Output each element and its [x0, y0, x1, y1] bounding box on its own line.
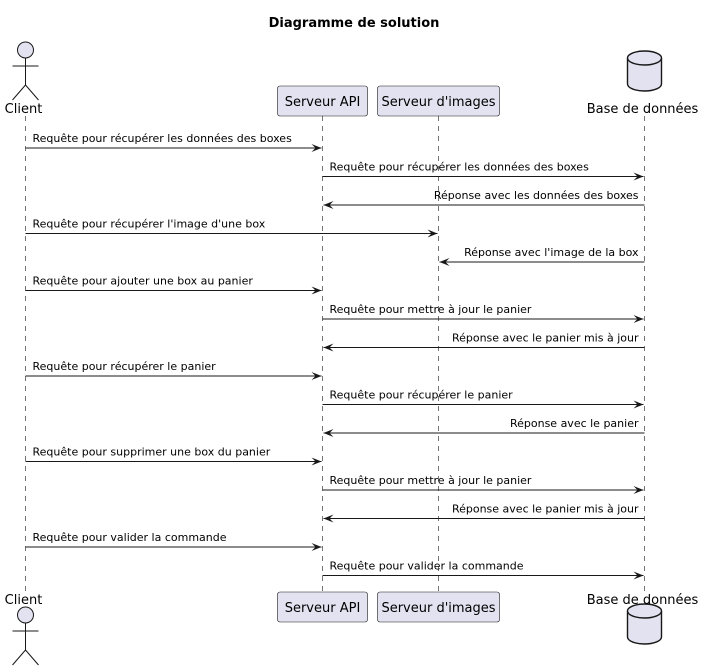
arrowhead-icon: [633, 571, 644, 580]
actor-head-icon: [17, 41, 34, 59]
arrowhead-icon: [633, 315, 644, 323]
participant-api-top: Serveur API: [277, 85, 368, 117]
message-11: Réponse avec le panier: [323, 417, 645, 437]
database-rim-icon: [626, 57, 663, 66]
arrowhead-icon: [323, 429, 334, 437]
message-7: Requête pour mettre à jour le panier: [322, 303, 644, 323]
message-label: Réponse avec l'image de la box: [464, 246, 639, 259]
message-8: Réponse avec le panier mis à jour: [323, 332, 645, 352]
message-label: Requête pour valider la commande: [33, 531, 227, 544]
arrowhead-icon: [439, 258, 450, 266]
database-icon: [626, 50, 663, 92]
message-2: Requête pour récupérer les données des b…: [322, 161, 644, 181]
message-label: Requête pour mettre à jour le panier: [330, 474, 532, 487]
actor-head-icon: [17, 606, 34, 624]
message-label: Requête pour supprimer une box du panier: [33, 446, 271, 459]
participant-img-top: Serveur d'images: [377, 85, 500, 117]
participant-label-client: Client: [5, 102, 43, 117]
message-3: Réponse avec les données des boxes: [323, 189, 645, 209]
database-db-bottom: Base de données: [587, 593, 699, 645]
database-db-top: Base de données: [587, 50, 699, 117]
message-6: Requête pour ajouter une box au panier: [25, 275, 322, 295]
message-label: Requête pour récupérer le panier: [33, 360, 217, 373]
database-icon: [626, 603, 663, 645]
participant-label-db: Base de données: [587, 593, 699, 608]
arrowhead-icon: [633, 400, 644, 409]
actor-leg-left-icon: [12, 84, 26, 101]
participant-box: [377, 591, 500, 623]
message-label: Réponse avec le panier mis à jour: [452, 503, 639, 516]
message-label: Réponse avec le panier mis à jour: [452, 332, 639, 345]
arrowhead-icon: [633, 172, 644, 181]
message-1: Requête pour récupérer les données des b…: [25, 132, 322, 152]
participant-label-client: Client: [5, 593, 43, 608]
arrowhead-icon: [427, 229, 438, 238]
message-13: Requête pour mettre à jour le panier: [322, 474, 644, 494]
message-label: Requête pour ajouter une box au panier: [33, 275, 254, 288]
message-label: Requête pour mettre à jour le panier: [330, 303, 532, 316]
arrowhead-icon: [311, 372, 322, 380]
participant-box: [277, 85, 368, 117]
message-5: Réponse avec l'image de la box: [439, 246, 645, 266]
actor-client-top: Client: [5, 41, 43, 117]
participant-label-img: Serveur d'images: [381, 95, 495, 110]
messages: Requête pour récupérer les données des b…: [25, 132, 645, 580]
lifelines: [25, 116, 645, 594]
arrowhead-icon: [311, 144, 322, 152]
message-16: Requête pour valider la commande: [322, 560, 644, 580]
actor-leg-right-icon: [25, 84, 39, 101]
message-15: Requête pour valider la commande: [25, 531, 322, 551]
participant-label-api: Serveur API: [285, 95, 361, 110]
message-9: Requête pour récupérer le panier: [25, 360, 322, 380]
arrowhead-icon: [311, 543, 322, 551]
message-label: Requête pour valider la commande: [330, 560, 524, 573]
message-14: Réponse avec le panier mis à jour: [323, 503, 645, 523]
message-label: Requête pour récupérer l'image d'une box: [33, 218, 266, 231]
database-rim-icon: [626, 610, 663, 619]
participant-label-db: Base de données: [587, 102, 699, 117]
participant-box: [277, 591, 368, 623]
arrowhead-icon: [311, 457, 322, 466]
message-label: Requête pour récupérer les données des b…: [330, 161, 590, 174]
participant-label-api: Serveur API: [285, 601, 361, 616]
message-label: Requête pour récupérer le panier: [330, 389, 514, 402]
participant-box: [377, 85, 500, 117]
arrowhead-icon: [311, 286, 322, 295]
message-label: Réponse avec les données des boxes: [434, 189, 639, 202]
arrowhead-icon: [633, 486, 644, 494]
message-label: Requête pour récupérer les données des b…: [33, 132, 293, 145]
message-label: Réponse avec le panier: [510, 417, 639, 430]
message-10: Requête pour récupérer le panier: [322, 389, 644, 409]
arrowhead-icon: [323, 343, 334, 352]
participant-label-img: Serveur d'images: [381, 601, 495, 616]
diagram-title: Diagramme de solution: [269, 16, 440, 31]
arrowhead-icon: [323, 514, 334, 523]
arrowhead-icon: [323, 201, 334, 209]
participant-api-bottom: Serveur API: [277, 591, 368, 623]
participant-img-bottom: Serveur d'images: [377, 591, 500, 623]
actor-client-bottom: Client: [5, 593, 43, 666]
message-4: Requête pour récupérer l'image d'une box: [25, 218, 438, 238]
actor-leg-left-icon: [12, 649, 26, 666]
actor-leg-right-icon: [25, 649, 39, 666]
message-12: Requête pour supprimer une box du panier: [25, 446, 322, 466]
